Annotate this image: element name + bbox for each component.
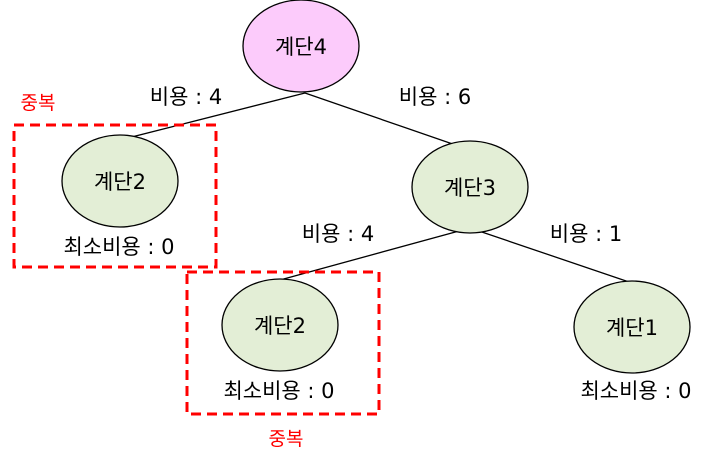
node-leaf-label: 계단1 bbox=[606, 316, 658, 340]
duplicate-box-top bbox=[12, 123, 218, 269]
edge-right-leaf-cost: 비용 : 1 bbox=[550, 222, 622, 246]
node-root-label: 계단4 bbox=[275, 35, 327, 59]
node-leaf-min-cost: 최소비용 : 0 bbox=[580, 379, 691, 403]
node-right-label: 계단3 bbox=[444, 176, 496, 200]
node-leaf bbox=[573, 280, 691, 374]
node-mid-min-cost: 최소비용 : 0 bbox=[223, 379, 334, 403]
edge-root-left bbox=[119, 92, 306, 141]
duplicate-label-bottom: 중복 bbox=[269, 428, 304, 450]
edge-root-left-cost: 비용 : 4 bbox=[150, 85, 222, 109]
node-left-min-cost: 최소비용 : 0 bbox=[63, 235, 174, 259]
edge-right-mid bbox=[279, 227, 471, 281]
edge-right-leaf bbox=[469, 227, 633, 284]
node-right bbox=[411, 140, 529, 234]
node-mid-label: 계단2 bbox=[254, 314, 306, 338]
node-mid bbox=[221, 278, 339, 372]
edge-root-right-cost: 비용 : 6 bbox=[399, 85, 471, 109]
duplicate-box-bottom bbox=[185, 270, 381, 416]
node-left-label: 계단2 bbox=[94, 170, 146, 194]
node-root bbox=[242, 0, 360, 93]
node-left bbox=[61, 134, 179, 228]
edge-right-mid-cost: 비용 : 4 bbox=[302, 222, 374, 246]
duplicate-label-top: 중복 bbox=[21, 92, 56, 114]
edge-root-right bbox=[304, 92, 471, 151]
